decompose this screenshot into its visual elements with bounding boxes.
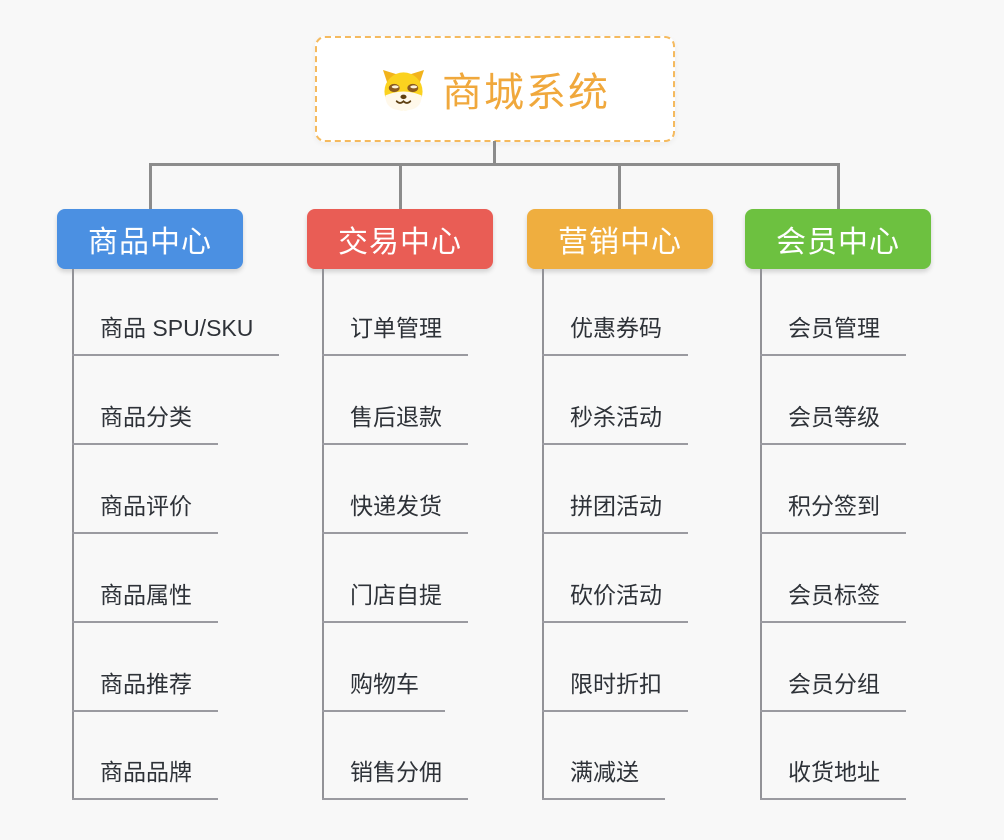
- branch-label: 商品中心: [88, 226, 212, 259]
- branch-drop-line: [618, 163, 621, 210]
- leaf-node[interactable]: 会员分组: [760, 668, 906, 712]
- leaf-node[interactable]: 订单管理: [322, 312, 468, 356]
- branch-label: 会员中心: [776, 226, 900, 259]
- branch-box-product-center[interactable]: 商品中心: [57, 209, 243, 269]
- leaf-node[interactable]: 会员标签: [760, 579, 906, 623]
- leaf-node[interactable]: 秒杀活动: [542, 401, 688, 445]
- leaf-node[interactable]: 购物车: [322, 668, 445, 712]
- branch-box-trade-center[interactable]: 交易中心: [307, 209, 493, 269]
- leaf-node[interactable]: 限时折扣: [542, 668, 688, 712]
- leaf-node[interactable]: 门店自提: [322, 579, 468, 623]
- leaf-node[interactable]: 积分签到: [760, 490, 906, 534]
- leaf-node[interactable]: 收货地址: [760, 756, 906, 800]
- root-title: 商城系统: [442, 71, 610, 115]
- leaf-node[interactable]: 快递发货: [322, 490, 468, 534]
- root-stem-line: [493, 141, 496, 164]
- branch-box-member-center[interactable]: 会员中心: [745, 209, 931, 269]
- leaf-node[interactable]: 售后退款: [322, 401, 468, 445]
- leaf-node[interactable]: 会员等级: [760, 401, 906, 445]
- tree-rail-line: [149, 163, 840, 166]
- branch-stem-line: [760, 269, 762, 800]
- leaf-node[interactable]: 拼团活动: [542, 490, 688, 534]
- branch-drop-line: [399, 163, 402, 210]
- branch-stem-line: [322, 269, 324, 800]
- doge-face-icon: [380, 68, 427, 111]
- leaf-node[interactable]: 商品 SPU/SKU: [72, 312, 280, 356]
- leaf-node[interactable]: 商品品牌: [72, 756, 218, 800]
- leaf-node[interactable]: 商品评价: [72, 490, 218, 534]
- leaf-node[interactable]: 商品属性: [72, 579, 218, 623]
- leaf-node[interactable]: 满减送: [542, 756, 665, 800]
- root-node[interactable]: 商城系统: [315, 36, 675, 142]
- leaf-node[interactable]: 会员管理: [760, 312, 906, 356]
- branch-drop-line: [837, 163, 840, 210]
- leaf-node[interactable]: 砍价活动: [542, 579, 688, 623]
- leaf-node[interactable]: 优惠券码: [542, 312, 688, 356]
- branch-box-marketing-center[interactable]: 营销中心: [527, 209, 713, 269]
- leaf-node[interactable]: 商品推荐: [72, 668, 218, 712]
- branch-label: 交易中心: [338, 226, 462, 259]
- leaf-node[interactable]: 销售分佣: [322, 756, 468, 800]
- branch-label: 营销中心: [558, 226, 682, 259]
- branch-stem-line: [542, 269, 544, 800]
- branch-drop-line: [149, 163, 152, 210]
- leaf-node[interactable]: 商品分类: [72, 401, 218, 445]
- branch-stem-line: [72, 269, 74, 800]
